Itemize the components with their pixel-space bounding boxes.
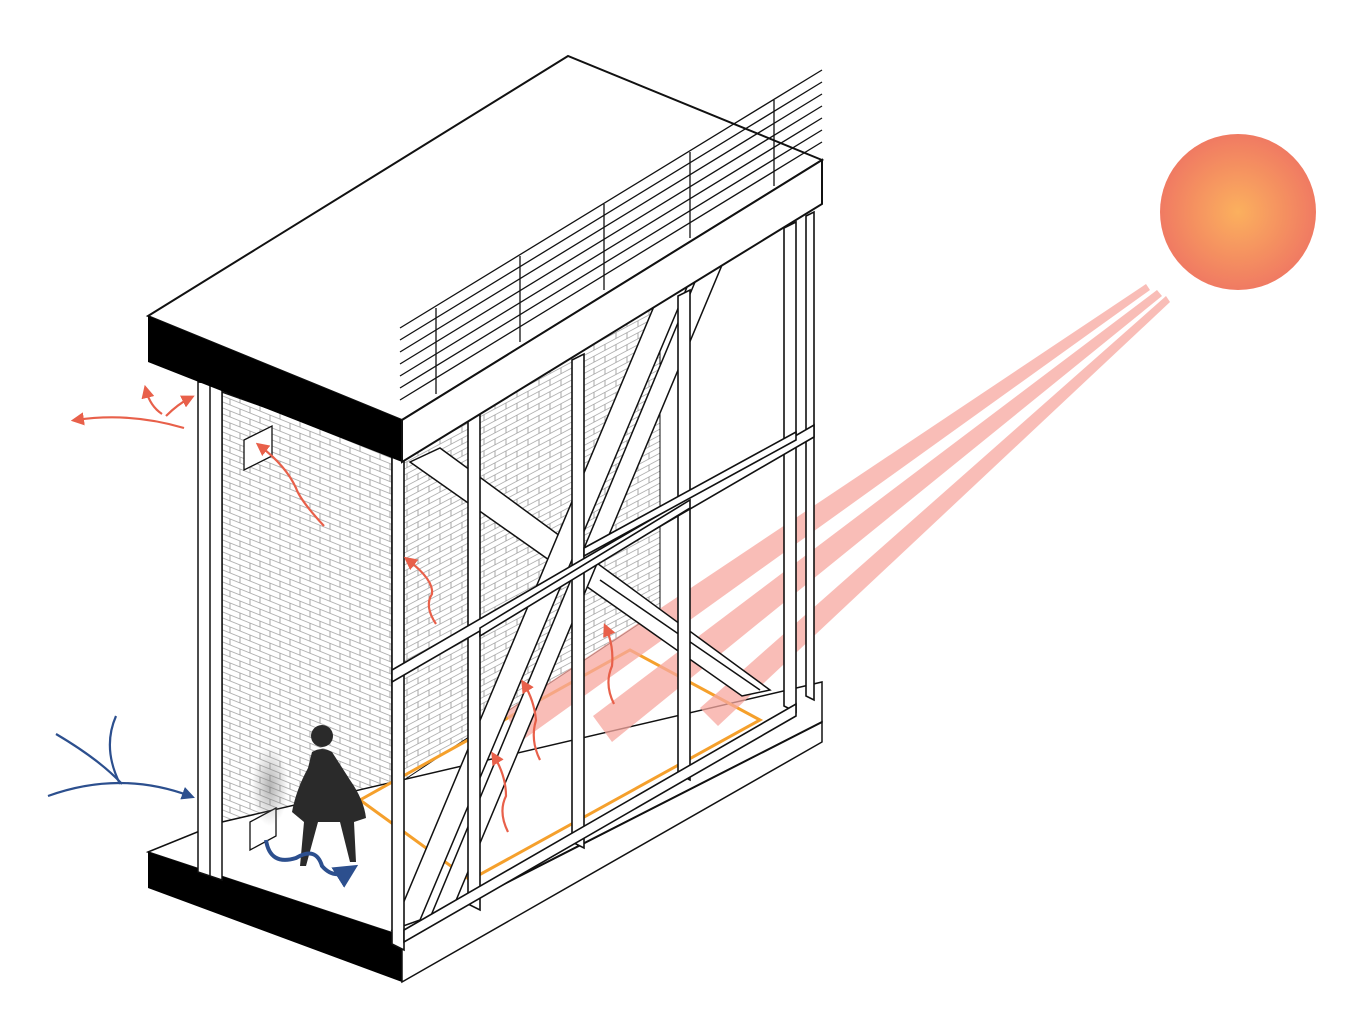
roof-slab: [145, 54, 825, 464]
corner-column: [197, 381, 223, 882]
warm-air-arrow-icon: [70, 384, 616, 833]
cool-air-arrow-icon: [47, 715, 359, 888]
shading-louvres: [399, 69, 823, 401]
heater-smoke: [252, 746, 288, 826]
front-glazing-frame: [391, 210, 815, 952]
person-icon: [292, 725, 366, 866]
sun-icon: [1160, 134, 1316, 290]
